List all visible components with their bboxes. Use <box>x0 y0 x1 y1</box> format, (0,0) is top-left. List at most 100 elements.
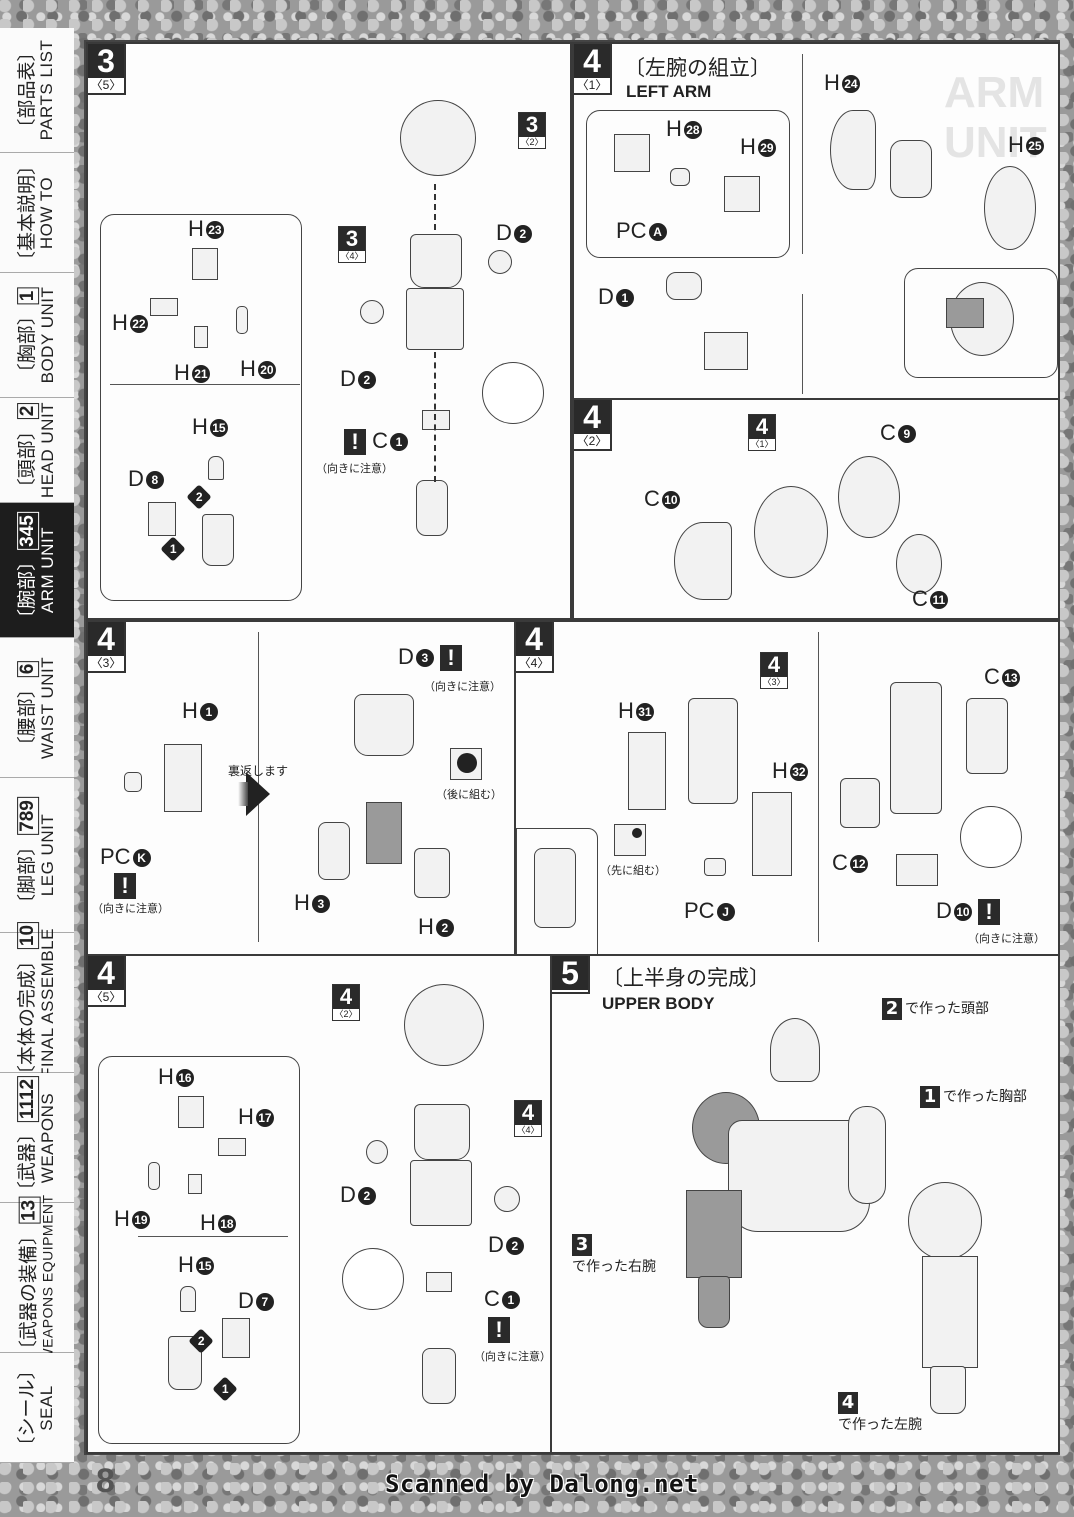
part-d8 <box>148 502 176 536</box>
part-c1 <box>422 410 450 430</box>
tab-jp-label: 〔基本説明〕 <box>16 155 39 270</box>
tab-step-number: 13 <box>18 1196 41 1224</box>
step-substep: 〈3〉 <box>90 656 122 670</box>
step-title-jp: 〔上半身の完成〕 <box>602 966 770 990</box>
panel-divider <box>802 294 803 394</box>
part-h2 <box>414 848 450 898</box>
ref-step-4-4: 4〈4〉 <box>514 1100 542 1137</box>
first-icon <box>614 824 646 856</box>
part-d2-cap <box>488 250 512 274</box>
order-badge-1: 1 <box>160 536 186 562</box>
step-substep: 〈4〉 <box>518 656 550 670</box>
part-c13 <box>966 698 1008 774</box>
part-h1 <box>164 744 202 812</box>
part-c9 <box>838 456 900 538</box>
caution-icon: ! <box>978 899 1001 926</box>
right-hand <box>698 1276 730 1328</box>
shoulder-ball <box>404 984 484 1066</box>
left-forearm <box>922 1256 978 1368</box>
scan-credit: Scanned by Dalong.net <box>385 1470 699 1498</box>
elbow-assembly <box>704 332 748 370</box>
flip-instruction: 裏返します <box>228 764 289 778</box>
shoulder-ball <box>400 100 476 176</box>
ref-step-3-2: 3〈2〉 <box>518 112 546 149</box>
step-badge: 3〈5〉 <box>88 44 126 95</box>
ref-step-3-4: 3〈4〉 <box>338 226 366 263</box>
tab-seal[interactable]: 〔シール〕SEAL <box>0 1353 74 1463</box>
panel-divider <box>818 632 819 942</box>
tab-step-number: 2 <box>17 402 40 420</box>
part-d1 <box>666 272 702 300</box>
ref-step-4-1: 4〈1〉 <box>748 414 776 451</box>
part-h18 <box>188 1174 202 1194</box>
part-h23 <box>192 248 218 280</box>
elbow-unit <box>688 698 738 804</box>
caution-badge: ! <box>488 1316 510 1344</box>
part-c12 <box>840 778 880 828</box>
tab-en-label: LEG UNIT <box>38 813 58 897</box>
tab-step-number: 6 <box>17 660 40 677</box>
page-number: 8 <box>96 1462 115 1500</box>
tab-jp-label: 〔本体の完成〕 <box>16 950 39 1084</box>
caution-note: （向きに注意） <box>316 462 393 475</box>
flip-arrow-icon <box>246 772 270 816</box>
tab-en-label: BODY UNIT <box>38 286 58 384</box>
chest-unit <box>728 1120 870 1232</box>
assembly-arrow <box>434 184 436 230</box>
part-d10 <box>896 854 938 886</box>
part-h19 <box>148 1162 160 1190</box>
part-h24 <box>830 110 876 190</box>
upper-arm <box>410 234 462 288</box>
tab-how-to[interactable]: 〔基本説明〕HOW TO <box>0 153 74 273</box>
part-h29 <box>724 176 760 212</box>
reference-view <box>534 848 576 928</box>
first-note: （先に組む） <box>600 864 666 877</box>
detail-inset <box>586 110 790 258</box>
caution-icon: ! <box>488 1317 510 1344</box>
left-shoulder <box>908 1182 982 1260</box>
tab-en-label: FINAL ASSEMBLE <box>38 927 58 1078</box>
part-c1 <box>426 1272 452 1292</box>
part-h31 <box>628 732 666 810</box>
step-badge: 4〈2〉 <box>574 400 612 451</box>
step-substep: 〈5〉 <box>90 990 122 1004</box>
step-number: 3 <box>88 44 124 78</box>
detail-bubble <box>342 1248 404 1310</box>
part-h15 <box>208 456 224 480</box>
step-title-en: LEFT ARM <box>626 82 712 101</box>
order-badge-2: 2 <box>186 484 212 510</box>
tab-step-number: 789 <box>17 797 40 835</box>
tab-parts-list[interactable]: 〔部品表〕PARTS LIST <box>0 28 74 153</box>
part-d2-ball <box>360 300 384 324</box>
hand-assembly <box>422 1348 456 1404</box>
part-d2-ball <box>494 1186 520 1212</box>
